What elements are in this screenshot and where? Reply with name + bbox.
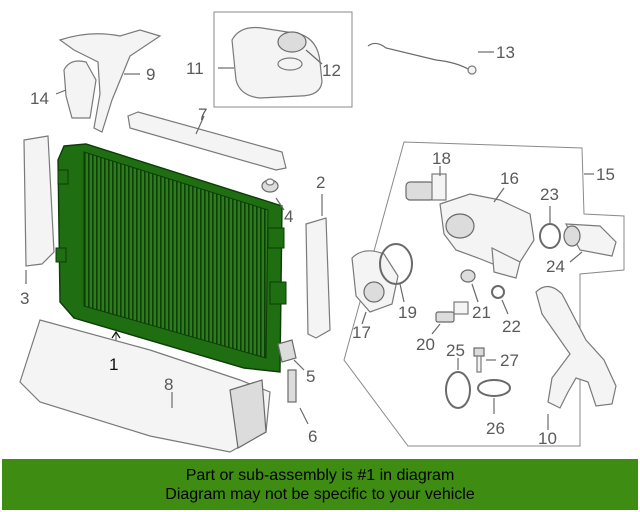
small-seal bbox=[491, 285, 509, 315]
upper-seal-strip bbox=[127, 111, 287, 171]
lower-mount bbox=[277, 339, 305, 371]
callout-12: 12 bbox=[322, 61, 341, 80]
thermostat-gasket bbox=[379, 243, 413, 303]
callout-23: 23 bbox=[540, 185, 559, 204]
seal-ring-large bbox=[445, 358, 471, 409]
callout-21: 21 bbox=[472, 303, 491, 322]
drain-plug bbox=[287, 369, 309, 425]
outlet-housing bbox=[439, 187, 535, 279]
lower-hose bbox=[535, 285, 617, 430]
bleed-hose bbox=[367, 42, 494, 75]
thermostat-cover bbox=[351, 250, 399, 325]
gasket-ring bbox=[477, 379, 511, 414]
exploded-parts-diagram: 1 2 3 4 5 6 7 8 9 10 11 12 13 14 15 16 1… bbox=[19, 11, 625, 453]
callout-20: 20 bbox=[416, 335, 435, 354]
notice-banner: Part or sub-assembly is #1 in diagram Di… bbox=[2, 459, 638, 510]
callout-4: 4 bbox=[284, 207, 293, 226]
callout-27: 27 bbox=[500, 351, 519, 370]
thermostat bbox=[405, 166, 447, 201]
upper-hoses bbox=[55, 29, 162, 133]
callout-18: 18 bbox=[432, 149, 451, 168]
callout-26: 26 bbox=[486, 419, 505, 438]
callout-15: 15 bbox=[596, 165, 615, 184]
bolt bbox=[473, 347, 496, 373]
notice-line-2: Diagram may not be specific to your vehi… bbox=[165, 485, 475, 503]
callout-2: 2 bbox=[316, 173, 325, 192]
callout-6: 6 bbox=[308, 427, 317, 446]
callout-8: 8 bbox=[164, 375, 173, 394]
callout-10: 10 bbox=[538, 429, 557, 448]
outlet-flange bbox=[563, 223, 617, 263]
callout-1: 1 bbox=[109, 355, 118, 374]
callout-11: 11 bbox=[186, 59, 204, 78]
callout-17: 17 bbox=[352, 323, 371, 342]
callout-25: 25 bbox=[446, 341, 465, 360]
radiator-main-part bbox=[55, 143, 287, 373]
o-ring bbox=[539, 206, 561, 249]
notice-line-1: Part or sub-assembly is #1 in diagram bbox=[185, 466, 455, 484]
right-air-deflector bbox=[305, 194, 331, 339]
housing-plug bbox=[460, 269, 479, 303]
callout-3: 3 bbox=[20, 289, 29, 308]
callout-9: 9 bbox=[146, 65, 155, 84]
callout-22: 22 bbox=[502, 317, 521, 336]
callout-13: 13 bbox=[496, 43, 515, 62]
expansion-tank bbox=[213, 11, 353, 108]
callout-19: 19 bbox=[398, 303, 417, 322]
callout-5: 5 bbox=[306, 367, 315, 386]
callout-16: 16 bbox=[500, 169, 519, 188]
callout-7: 7 bbox=[198, 105, 207, 124]
callout-14: 14 bbox=[30, 89, 49, 108]
upper-mount-bushing bbox=[261, 178, 285, 211]
lower-air-deflector bbox=[19, 319, 271, 453]
coolant-temp-sensor bbox=[431, 301, 469, 335]
left-air-deflector bbox=[23, 135, 55, 284]
callout-24: 24 bbox=[546, 257, 565, 276]
thermostat-housing-group bbox=[343, 141, 625, 447]
